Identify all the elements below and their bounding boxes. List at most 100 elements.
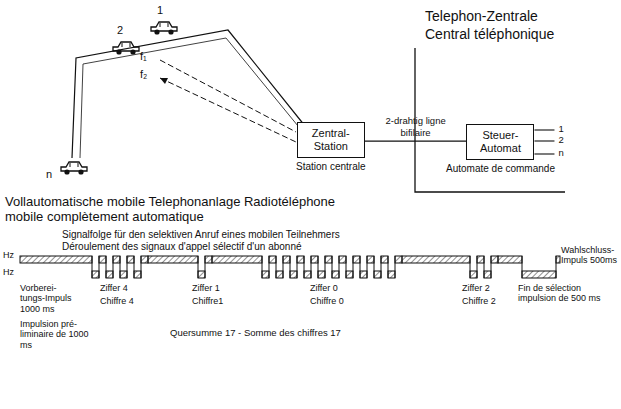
signal-edge	[491, 256, 492, 278]
signal-band	[304, 271, 311, 278]
label: Ziffer 1	[192, 283, 220, 293]
label: Vorberei- tungs-Impuls 1000 ms	[20, 283, 84, 314]
signal-band	[498, 256, 522, 263]
signal-edge	[522, 256, 523, 278]
label: Déroulement des signaux d'appel sélectif…	[62, 241, 302, 253]
signal-band	[269, 256, 276, 263]
signal-band	[113, 256, 120, 263]
signal-band	[395, 256, 402, 263]
signal-band	[374, 271, 381, 278]
signal-edge	[205, 256, 206, 278]
signal-edge	[367, 256, 368, 278]
signal-edge	[99, 256, 100, 278]
signal-band	[367, 256, 374, 263]
signal-edge	[484, 256, 485, 278]
signal-waveform	[20, 256, 560, 278]
signal-band	[283, 256, 290, 263]
edge-label: 2-drahtig ligne bifilaire	[380, 115, 452, 138]
label: Fin de sélection impulsion de 500 ms	[518, 283, 616, 304]
signal-band	[212, 256, 262, 263]
box-label: Steuer-Automat	[466, 124, 534, 160]
signal-edge	[395, 256, 396, 278]
label: Hz	[3, 250, 14, 260]
label: 1	[558, 124, 563, 135]
signal-band	[522, 271, 556, 278]
output-line	[534, 129, 554, 130]
output-line	[534, 153, 554, 154]
radio-link-f2	[160, 78, 296, 142]
label: Hz	[3, 267, 14, 277]
signal-band	[325, 256, 332, 263]
antenna-beam	[72, 30, 305, 158]
signal-band	[20, 256, 92, 263]
signal-edge	[360, 256, 361, 278]
label: 1	[157, 4, 163, 17]
signal-edge	[339, 256, 340, 278]
signal-band	[290, 271, 297, 278]
signal-edge	[477, 256, 478, 278]
signal-band	[477, 256, 484, 263]
label: f₂	[140, 68, 147, 81]
box-caption: Automate de commande	[446, 163, 555, 174]
signal-band	[388, 271, 395, 278]
signal-edge	[262, 256, 263, 278]
label: Wahlschluss- Impuls 500ms	[561, 245, 618, 266]
signal-band	[346, 271, 353, 278]
label: Chiffre 0	[310, 296, 344, 306]
label: 2	[558, 135, 563, 146]
signal-band	[92, 271, 99, 278]
signal-edge	[198, 256, 199, 278]
signal-band	[484, 271, 491, 278]
label: Telephon-Zentrale	[425, 8, 538, 24]
car-1	[151, 22, 177, 35]
signal-band	[134, 271, 141, 278]
signal-edge	[318, 256, 319, 278]
label: Chiffre1	[192, 296, 223, 306]
title: Vollautomatische mobile Telephonanlage R…	[5, 195, 345, 225]
signal-band	[339, 256, 346, 263]
signal-edge	[311, 256, 312, 278]
signal-edge	[346, 256, 347, 278]
signal-edge	[353, 256, 354, 278]
signal-edge	[304, 256, 305, 278]
station-box: Zentral-StationStation centrale	[296, 122, 366, 172]
label: 2	[117, 24, 123, 37]
label: Central téléphonique	[425, 26, 554, 42]
signal-band	[402, 256, 470, 263]
signal-edge	[283, 256, 284, 278]
signal-band	[311, 256, 318, 263]
signal-edge	[106, 256, 107, 278]
signal-edge	[388, 256, 389, 278]
box-caption: Station centrale	[296, 161, 366, 172]
signal-band	[318, 271, 325, 278]
label: Ziffer 4	[100, 283, 128, 293]
signal-edge	[113, 256, 114, 278]
signal-band	[556, 256, 560, 263]
signal-band	[106, 271, 113, 278]
signal-edge	[381, 256, 382, 278]
label: Quersumme 17 - Somme des chiffres 17	[170, 328, 341, 339]
signal-edge	[297, 256, 298, 278]
signal-edge	[134, 256, 135, 278]
connector	[365, 141, 467, 142]
signal-edge	[141, 256, 142, 278]
label: Ziffer 2	[462, 283, 490, 293]
label: Impulsion pré- liminaire de 1000 ms	[20, 319, 92, 350]
signal-band	[262, 271, 269, 278]
signal-band	[381, 256, 388, 263]
signal-edge	[127, 256, 128, 278]
signal-edge	[325, 256, 326, 278]
signal-edge	[276, 256, 277, 278]
signal-band	[332, 271, 339, 278]
output-line	[534, 140, 554, 141]
signal-band	[491, 256, 498, 263]
signal-edge	[374, 256, 375, 278]
label: Signalfolge für den selektiven Anruf ein…	[62, 229, 340, 241]
arrow-head	[160, 78, 168, 84]
label: f₁	[140, 50, 147, 63]
signal-band	[470, 271, 477, 278]
controller-box: Steuer-AutomatAutomate de commande	[446, 124, 555, 174]
signal-band	[198, 271, 205, 278]
signal-edge	[470, 256, 471, 278]
signal-edge	[269, 256, 270, 278]
